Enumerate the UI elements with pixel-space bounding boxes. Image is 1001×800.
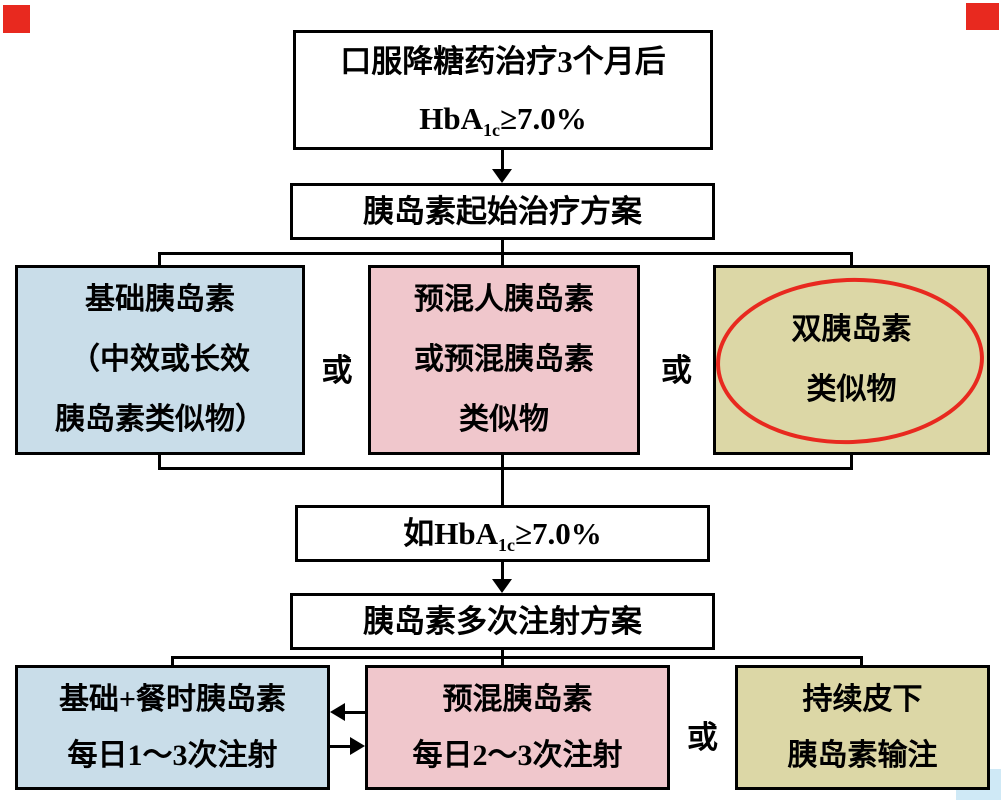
or-label-row2: 或 bbox=[687, 720, 718, 755]
text-line: 持续皮下 bbox=[802, 682, 923, 716]
text-fragment: 如HbA bbox=[403, 516, 498, 551]
arrowhead-down-icon bbox=[492, 579, 512, 593]
box-start-oral-drug: 口服降糖药治疗3个月后 HbA1c≥7.0% bbox=[293, 30, 713, 150]
or-label-row1-right: 或 bbox=[661, 353, 692, 388]
connector-arrow-right-line bbox=[330, 745, 352, 748]
text-fragment: ≥7.0% bbox=[514, 516, 602, 551]
box-csii: 持续皮下 胰岛素输注 bbox=[735, 665, 990, 790]
box-premix-human-insulin: 预混人胰岛素 或预混胰岛素 类似物 bbox=[368, 265, 640, 455]
box-premix-insulin: 预混胰岛素 每日2～3次注射 bbox=[365, 665, 670, 790]
hba1c-text: 如HbA1c≥7.0% bbox=[403, 516, 602, 554]
connector-converge-horizontal bbox=[158, 467, 853, 470]
box-initial-insulin-plan: 胰岛素起始治疗方案 bbox=[290, 183, 715, 240]
arrowhead-right-icon bbox=[350, 737, 365, 755]
connector-converge-right bbox=[850, 455, 853, 470]
connector-converge-middle bbox=[501, 455, 504, 505]
subscript-fragment: 1c bbox=[483, 120, 500, 141]
connector-start-to-initial bbox=[501, 150, 504, 172]
text-line: 胰岛素输注 bbox=[787, 738, 938, 772]
text-line: 预混胰岛素 bbox=[442, 682, 593, 716]
connector-branch1-right bbox=[850, 252, 853, 265]
text-line: 胰岛素多次注射方案 bbox=[363, 604, 642, 639]
connector-check-to-multi bbox=[501, 562, 504, 582]
text-line: （中效或长效 bbox=[70, 343, 250, 376]
box-dual-insulin-analog: 双胰岛素 类似物 bbox=[713, 265, 990, 455]
box-basal-insulin: 基础胰岛素 （中效或长效 胰岛素类似物） bbox=[15, 265, 305, 455]
or-label-row1-left: 或 bbox=[321, 353, 353, 388]
red-corner-mark-top-left bbox=[3, 5, 30, 33]
text-line: 每日2～3次注射 bbox=[412, 738, 623, 772]
connector-converge-left bbox=[158, 455, 161, 470]
text-line: 预混人胰岛素 bbox=[414, 283, 594, 316]
arrowhead-left-icon bbox=[330, 703, 345, 721]
arrowhead-down-icon bbox=[492, 169, 512, 183]
text-fragment: HbA bbox=[419, 101, 483, 136]
connector-branch2-right bbox=[860, 656, 863, 665]
text-line: 类似物 bbox=[806, 373, 897, 406]
red-corner-mark-top-right bbox=[966, 3, 999, 30]
text-fragment: ≥7.0% bbox=[499, 101, 587, 136]
connector-arrow-left-line bbox=[343, 711, 365, 714]
connector-branch2-horizontal bbox=[171, 656, 863, 659]
text-line: 口服降糖药治疗3个月后 bbox=[340, 44, 666, 79]
text-line: 双胰岛素 bbox=[791, 313, 912, 346]
connector-branch1-left bbox=[158, 252, 161, 265]
text-line: 类似物 bbox=[459, 403, 549, 436]
connector-branch2-left bbox=[171, 656, 174, 665]
box-hba1c-check: 如HbA1c≥7.0% bbox=[295, 505, 710, 562]
text-line: 基础+餐时胰岛素 bbox=[58, 682, 287, 716]
text-line: 基础胰岛素 bbox=[85, 283, 235, 316]
text-line: 或预混胰岛素 bbox=[414, 343, 594, 376]
box-basal-plus-bolus: 基础+餐时胰岛素 每日1～3次注射 bbox=[15, 665, 330, 790]
box-multi-injection-plan: 胰岛素多次注射方案 bbox=[290, 593, 715, 650]
subscript-fragment: 1c bbox=[498, 535, 515, 556]
connector-branch1-horizontal bbox=[158, 252, 853, 255]
text-line: 每日1～3次注射 bbox=[67, 738, 278, 772]
text-line: 胰岛素类似物） bbox=[55, 403, 265, 436]
text-line: 胰岛素起始治疗方案 bbox=[363, 194, 642, 229]
hba1c-text: HbA1c≥7.0% bbox=[419, 101, 587, 139]
